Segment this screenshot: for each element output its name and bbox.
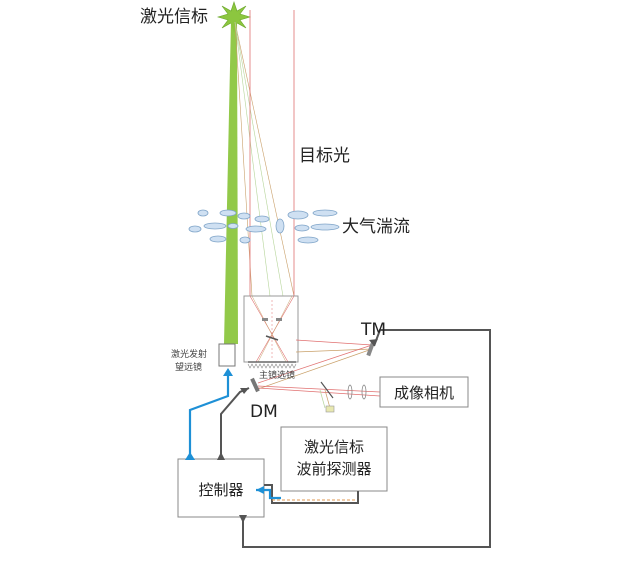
laser-beam: [224, 20, 238, 344]
turbulence-label: 大气湍流: [342, 217, 410, 237]
wavefront-sensor-box: [280, 426, 388, 492]
launch-telescope: [218, 343, 236, 367]
optical-elements: [320, 381, 367, 413]
control-arrows-blue: [185, 368, 264, 494]
wavefront-sensor-label-line2: 波前探测器: [296, 460, 371, 478]
wavefront-sensor-label-line1: 激光信标: [304, 438, 364, 456]
target-light-rays: [249, 10, 295, 296]
laser-beacon-label: 激光信标: [140, 7, 208, 27]
imaging-camera-label: 成像相机: [394, 384, 454, 402]
controller-label: 控制器: [198, 481, 243, 499]
primary-mirror-label: 主镜选镜: [259, 369, 295, 381]
turbulence-cells: [188, 209, 340, 244]
control-arrows-gray: [217, 339, 378, 523]
imaging-camera-box: [379, 376, 469, 408]
target-light-label: 目标光: [299, 146, 350, 166]
launch-telescope-label-line1: 激光发射: [171, 348, 207, 360]
beacon-return-rays: [234, 21, 295, 297]
optical-paths: [257, 339, 381, 409]
dm-label: DM: [250, 402, 278, 422]
main-telescope: [243, 295, 299, 369]
dm-mirror: [250, 377, 260, 393]
tm-label: TM: [360, 320, 386, 340]
launch-telescope-label-line2: 望远镜: [175, 361, 202, 373]
